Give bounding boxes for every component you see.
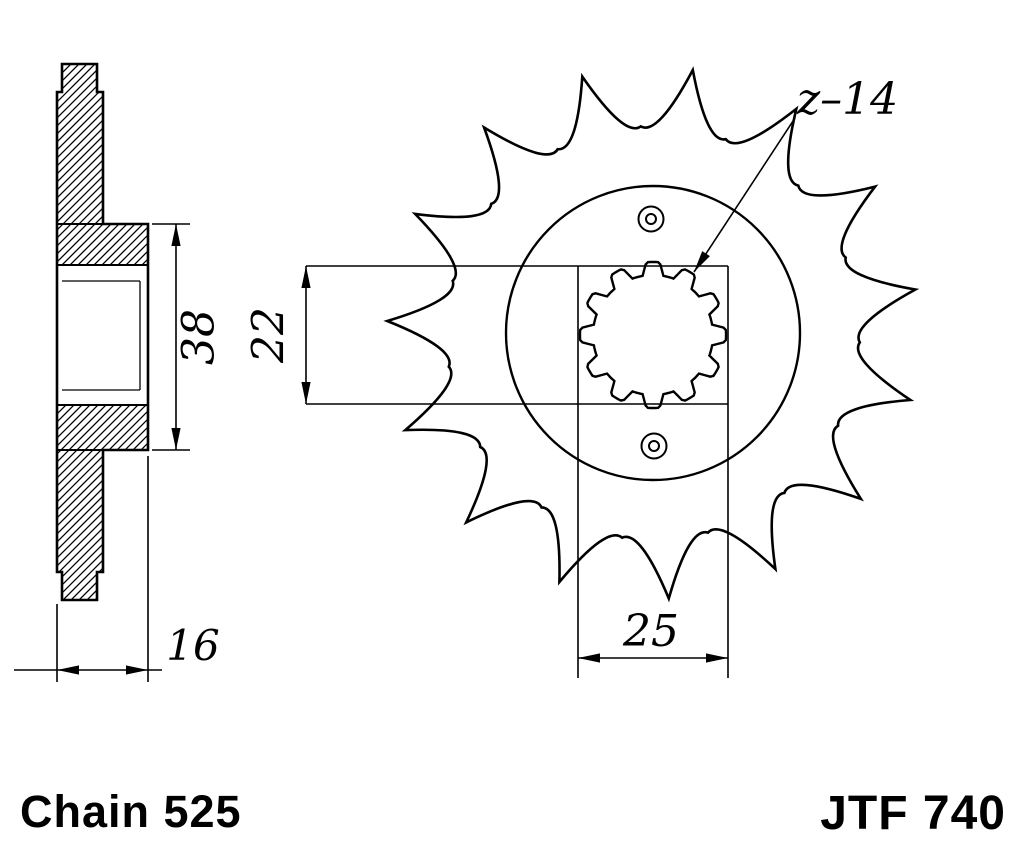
dimension-arrowheads <box>57 224 728 675</box>
dim-16-label: 16 <box>166 621 219 670</box>
dim-38-label: 38 <box>174 309 225 365</box>
side-view-silhouette <box>55 62 150 602</box>
dimension-lines <box>14 117 796 682</box>
dim-22-label: 22 <box>244 307 295 364</box>
front-view <box>383 66 920 603</box>
teeth-count-label: z–14 <box>796 74 898 125</box>
side-view-interior-edges <box>57 223 148 451</box>
bolt-hole-top <box>637 205 665 233</box>
hub-circle <box>504 184 802 482</box>
part-number-label: JTF 740 <box>820 787 1006 840</box>
chain-type-label: Chain 525 <box>20 786 242 837</box>
splined-bore-outline <box>578 260 728 410</box>
dim-25-label: 25 <box>622 606 679 657</box>
teeth-leader-line <box>693 117 796 273</box>
bolt-hole-bottom <box>640 432 668 460</box>
sprocket-teeth-outline <box>383 66 920 603</box>
